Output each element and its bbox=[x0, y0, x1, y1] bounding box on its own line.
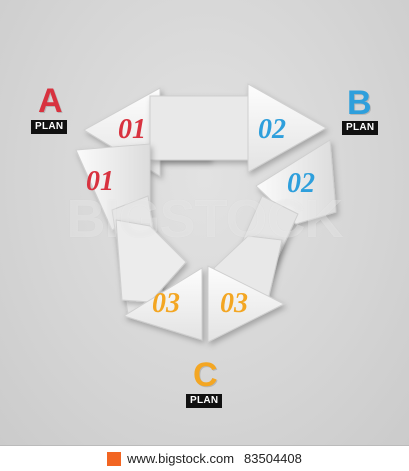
plan-b-tag: PLAN bbox=[342, 121, 379, 135]
number-03-right: 03 bbox=[220, 288, 248, 319]
footer-image-number: 83504408 bbox=[244, 451, 302, 466]
arrow-top-right bbox=[149, 83, 328, 173]
number-01-left: 01 bbox=[86, 166, 114, 197]
arrow-bottom-right bbox=[207, 235, 286, 343]
infographic-canvas: BIGSTOCK A PLAN B PLAN C PLAN 01 02 01 0… bbox=[0, 0, 409, 445]
watermark-text: BIGSTOCK bbox=[66, 189, 343, 249]
number-03-left: 03 bbox=[152, 288, 180, 319]
plan-a-tag: PLAN bbox=[31, 120, 68, 134]
plan-c-tag: PLAN bbox=[186, 394, 223, 408]
bigstock-logo-icon bbox=[107, 451, 122, 466]
stock-footer: www.bigstock.com 83504408 bbox=[0, 445, 409, 471]
footer-site-url: www.bigstock.com bbox=[127, 451, 235, 466]
footer-site: www.bigstock.com bbox=[107, 451, 234, 466]
number-02-top: 02 bbox=[258, 114, 286, 145]
plan-b-letter: B bbox=[347, 84, 372, 122]
number-01-top: 01 bbox=[118, 114, 146, 145]
arrow-graphic bbox=[75, 83, 337, 343]
arrow-bottom-left bbox=[115, 219, 203, 341]
plan-c-letter: C bbox=[193, 356, 218, 394]
number-02-right: 02 bbox=[287, 168, 315, 199]
plan-a-letter: A bbox=[38, 82, 63, 120]
